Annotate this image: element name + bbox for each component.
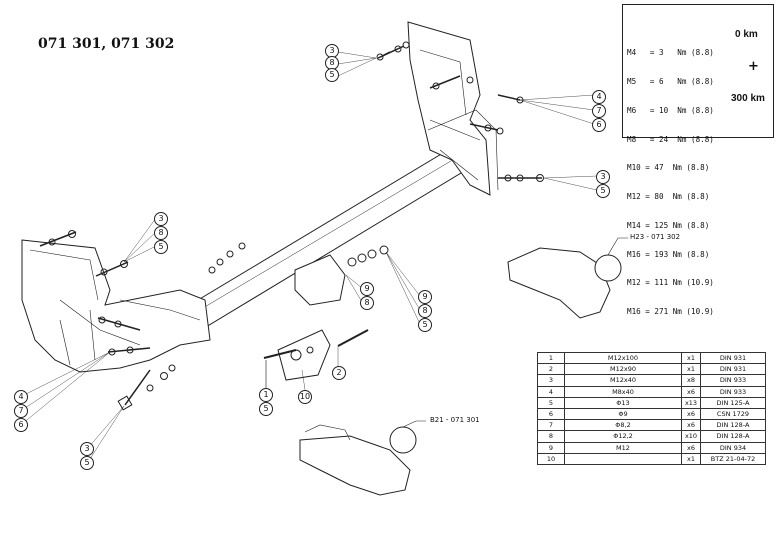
part-number: 5 bbox=[537, 396, 565, 409]
ball-h23-label: H23 - 071 302 bbox=[630, 233, 681, 241]
torque-row: M12 = 111 Nm (10.9) bbox=[627, 278, 714, 288]
part-std: DIN 931 bbox=[700, 351, 766, 365]
part-qty: x6 bbox=[681, 441, 701, 454]
ball-plate bbox=[277, 329, 331, 381]
torque-row: M4 = 3 Nm (8.8) bbox=[627, 48, 714, 58]
part-number: 4 bbox=[537, 385, 565, 398]
part-number: 9 bbox=[537, 441, 565, 454]
callout-r-b: 8 bbox=[418, 304, 432, 318]
part-qty: x10 bbox=[681, 430, 701, 443]
torque-row: M6 = 10 Nm (8.8) bbox=[627, 105, 714, 115]
part-number: 10 bbox=[537, 452, 565, 465]
part-qty: x1 bbox=[681, 363, 701, 376]
part-item bbox=[564, 452, 682, 465]
part-number: 2 bbox=[537, 363, 565, 376]
callout-bl2-a: 3 bbox=[80, 442, 94, 456]
part-qty: x13 bbox=[681, 396, 701, 409]
plus-sign: + bbox=[748, 59, 759, 74]
part-number: 8 bbox=[537, 430, 565, 443]
table-row: 2 M12x90 x1 DIN 931 bbox=[537, 363, 766, 376]
torque-spec-box: M4 = 3 Nm (8.8) M5 = 6 Nm (8.8) M6 = 10 … bbox=[622, 4, 774, 316]
part-item: Φ12,2 bbox=[564, 430, 682, 443]
callout-tr1-c: 6 bbox=[592, 118, 606, 132]
part-item: M12 bbox=[564, 441, 682, 454]
table-row: 8 Φ12,2 x10 DIN 128-A bbox=[537, 430, 766, 443]
torque-row: M12 = 80 Nm (8.8) bbox=[627, 192, 710, 202]
part-std: BTZ 21-04-72 bbox=[700, 452, 766, 465]
part-std: DIN 933 bbox=[700, 385, 766, 398]
document-title: 071 301, 071 302 bbox=[38, 36, 175, 52]
right-bracket bbox=[407, 21, 491, 196]
callout-p1-b: 5 bbox=[259, 402, 273, 416]
part-std: DIN 128-A bbox=[700, 419, 766, 432]
table-row: 10 x1 BTZ 21-04-72 bbox=[537, 452, 766, 465]
callout-p10: 10 bbox=[298, 390, 312, 404]
part-item: Φ13 bbox=[564, 396, 682, 409]
part-item: M12x100 bbox=[564, 351, 682, 365]
callout-bl-c: 6 bbox=[14, 418, 28, 432]
part-number: 3 bbox=[537, 374, 565, 387]
callout-p2: 2 bbox=[332, 366, 346, 380]
part-item: M12x40 bbox=[564, 374, 682, 387]
torque-row: M8 = 24 Nm (8.8) bbox=[627, 134, 714, 144]
callout-tr2-a: 3 bbox=[596, 170, 610, 184]
left-bracket bbox=[21, 239, 211, 373]
callout-tl-c: 5 bbox=[325, 68, 339, 82]
callout-r-c: 5 bbox=[418, 318, 432, 332]
table-row: 4 M8x40 x6 DIN 933 bbox=[537, 385, 766, 398]
callout-bl-b: 7 bbox=[14, 404, 28, 418]
part-std: DIN 125-A bbox=[700, 396, 766, 409]
ball-h23 bbox=[507, 247, 611, 319]
ball-b21-label: B21 - 071 301 bbox=[430, 416, 480, 424]
part-item: M8x40 bbox=[564, 385, 682, 398]
part-number: 6 bbox=[537, 407, 565, 421]
part-std: CSN 1729 bbox=[700, 407, 766, 421]
km-start-label: 0 km bbox=[735, 29, 758, 40]
km-check-label: 300 km bbox=[731, 93, 765, 104]
torque-list: M4 = 3 Nm (8.8) M5 = 6 Nm (8.8) M6 = 10 … bbox=[627, 29, 714, 336]
parts-table: 1 M12x100 x1 DIN 931 2 M12x90 x1 DIN 931… bbox=[537, 351, 766, 465]
torque-row: M16 = 193 Nm (8.8) bbox=[627, 249, 710, 259]
callout-m-b: 8 bbox=[360, 296, 374, 310]
callout-tr2-b: 5 bbox=[596, 184, 610, 198]
torque-row: M5 = 6 Nm (8.8) bbox=[627, 76, 714, 86]
torque-row: M16 = 271 Nm (10.9) bbox=[627, 307, 714, 317]
part-qty: x6 bbox=[681, 407, 701, 421]
part-number: 7 bbox=[537, 419, 565, 432]
callout-l-a: 3 bbox=[154, 212, 168, 226]
callout-m-a: 9 bbox=[360, 282, 374, 296]
part-qty: x1 bbox=[681, 452, 701, 465]
table-row: 5 Φ13 x13 DIN 125-A bbox=[537, 396, 766, 409]
callout-p1-a: 1 bbox=[259, 388, 273, 402]
part-std: DIN 934 bbox=[700, 441, 766, 454]
table-row: 1 M12x100 x1 DIN 931 bbox=[537, 351, 766, 365]
part-item: Φ9 bbox=[564, 407, 682, 421]
part-qty: x8 bbox=[681, 374, 701, 387]
torque-row: M14 = 125 Nm (8.8) bbox=[627, 220, 710, 230]
part-number: 1 bbox=[537, 351, 565, 365]
callout-r-a: 9 bbox=[418, 290, 432, 304]
table-row: 9 M12 x6 DIN 934 bbox=[537, 441, 766, 454]
callout-bl2-b: 5 bbox=[80, 456, 94, 470]
part-item: Φ8,2 bbox=[564, 419, 682, 432]
part-std: DIN 931 bbox=[700, 363, 766, 376]
part-std: DIN 128-A bbox=[700, 430, 766, 443]
part-qty: x1 bbox=[681, 351, 701, 365]
part-qty: x6 bbox=[681, 419, 701, 432]
middle-mount bbox=[294, 254, 346, 306]
callout-tr1-a: 4 bbox=[592, 90, 606, 104]
ball-b21 bbox=[299, 435, 411, 496]
part-std: DIN 933 bbox=[700, 374, 766, 387]
part-item: M12x90 bbox=[564, 363, 682, 376]
table-row: 6 Φ9 x6 CSN 1729 bbox=[537, 407, 766, 421]
torque-row: M10 = 47 Nm (8.8) bbox=[627, 163, 710, 173]
table-row: 7 Φ8,2 x6 DIN 128-A bbox=[537, 419, 766, 432]
callout-l-c: 5 bbox=[154, 240, 168, 254]
callout-l-b: 8 bbox=[154, 226, 168, 240]
table-row: 3 M12x40 x8 DIN 933 bbox=[537, 374, 766, 387]
callout-bl-a: 4 bbox=[14, 390, 28, 404]
part-qty: x6 bbox=[681, 385, 701, 398]
callout-tr1-b: 7 bbox=[592, 104, 606, 118]
